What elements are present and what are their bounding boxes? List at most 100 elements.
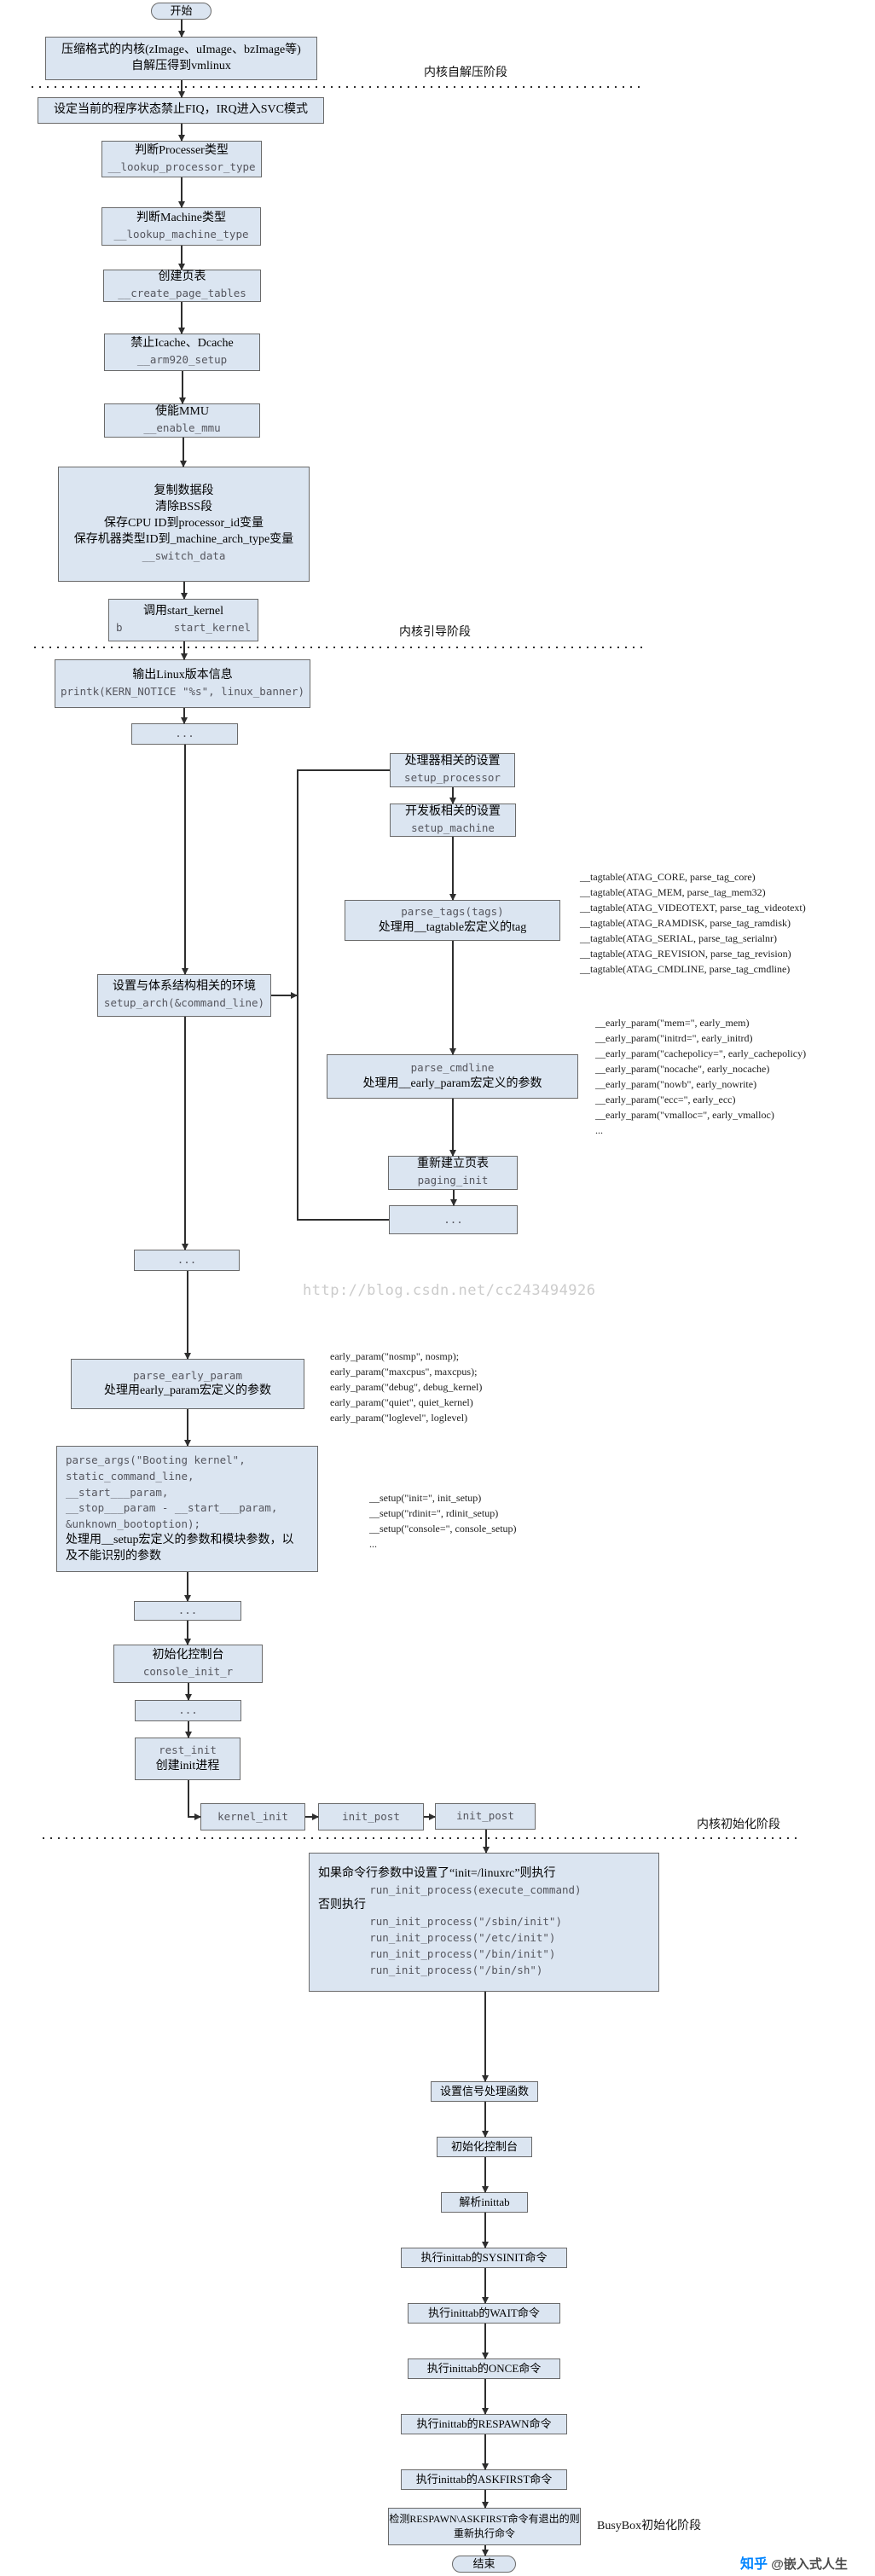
node-inittab-sysinit: 执行inittab的SYSINIT命令 bbox=[401, 2248, 567, 2268]
node-check-respawn-exit: 检测RESPAWN\ASKFIRST命令有退出的则重新执行命令 bbox=[388, 2508, 581, 2545]
node-parse-args-text: 及不能识别的参数 bbox=[66, 1549, 161, 1563]
node-start-text: 开始 bbox=[170, 3, 193, 17]
node-set-signal-handlers-text: 设置信号处理函数 bbox=[439, 2084, 529, 2097]
node-create-page-tables-text: 创建页表 bbox=[158, 270, 206, 284]
arrowhead-icon bbox=[482, 2131, 489, 2138]
node-lookup-machine: 判断Machine类型__lookup_machine_type bbox=[101, 207, 261, 246]
phase-label-kernel-decompress-stage: 内核自解压阶段 bbox=[424, 67, 507, 79]
node-setup-processor-text: setup_processor bbox=[404, 771, 501, 785]
node-lookup-processor: 判断Processer类型__lookup_processor_type bbox=[101, 141, 262, 177]
flow-line-12 bbox=[184, 1017, 186, 1250]
node-create-page-tables-text: __create_page_tables bbox=[118, 287, 246, 300]
node-disable-caches-text: 禁止Icache、Dcache bbox=[130, 337, 234, 351]
node-switch-data-text: 清除BSS段 bbox=[155, 501, 212, 514]
arrowhead-icon bbox=[482, 2075, 489, 2082]
arrowhead-icon bbox=[184, 1353, 191, 1360]
node-init-post-1: init_post bbox=[318, 1803, 424, 1830]
flow-line-23 bbox=[485, 1830, 487, 1853]
arrowhead-icon bbox=[194, 1813, 201, 1820]
arrowhead-icon bbox=[178, 31, 185, 38]
flow-line-21 bbox=[305, 1816, 318, 1818]
arrowhead-icon bbox=[449, 1048, 456, 1055]
node-run-init-process-text: run_init_process("/bin/init") bbox=[318, 1947, 556, 1960]
node-start: 开始 bbox=[151, 3, 212, 20]
annotation-early-param-list: early_param("nosmp", nosmp); early_param… bbox=[330, 1350, 483, 1424]
node-parse-args-text: static_command_line, bbox=[66, 1469, 194, 1482]
flow-line-15 bbox=[187, 1572, 188, 1601]
node-dots-3-text: ... bbox=[177, 1253, 197, 1267]
phase-divider-3 bbox=[43, 1837, 797, 1839]
arrowhead-icon bbox=[482, 2186, 489, 2193]
node-init-post-2-text: init_post bbox=[456, 1809, 514, 1823]
arrowhead-icon bbox=[179, 397, 186, 404]
node-parse-early-param-text: 处理用early_param宏定义的参数 bbox=[104, 1384, 271, 1398]
flow-line-17 bbox=[188, 1683, 189, 1700]
flow-line-24 bbox=[484, 1992, 486, 2081]
flow-line-42 bbox=[297, 1219, 389, 1221]
node-decompress-text: 压缩格式的内核(zImage、uImage、bzImage等) bbox=[61, 43, 301, 56]
arrowhead-icon bbox=[178, 328, 185, 334]
node-parse-args-text: __stop___param - __start___param, bbox=[66, 1501, 278, 1515]
node-setup-processor: 处理器相关的设置 setup_processor bbox=[390, 753, 515, 787]
node-enable-mmu: 使能MMU__enable_mmu bbox=[104, 403, 260, 438]
node-parse-inittab: 解析inittab bbox=[441, 2192, 528, 2213]
arrowhead-icon bbox=[482, 2502, 489, 2509]
node-console-init-r-text: 初始化控制台 bbox=[152, 1648, 224, 1662]
arrowhead-icon bbox=[178, 91, 185, 98]
node-console-init-r: 初始化控制台 console_init_r bbox=[113, 1645, 263, 1683]
arrowhead-icon bbox=[450, 1199, 457, 1206]
node-paging-init-text: 重新建立页表 bbox=[417, 1157, 489, 1171]
flow-line-0 bbox=[181, 20, 183, 37]
node-inittab-askfirst-text: 执行inittab的ASKFIRST命令 bbox=[415, 2472, 553, 2486]
node-parse-early-param: parse_early_param 处理用early_param宏定义的参数 bbox=[71, 1359, 304, 1409]
flow-line-40 bbox=[452, 1099, 454, 1156]
node-kernel-init: kernel_init bbox=[200, 1803, 305, 1830]
flow-line-1 bbox=[181, 80, 183, 97]
arrowhead-icon bbox=[181, 717, 188, 724]
flow-line-38 bbox=[452, 837, 454, 900]
arrowhead-icon bbox=[429, 1813, 436, 1820]
node-parse-early-param-text: parse_early_param bbox=[133, 1368, 242, 1382]
node-disable-caches-text: __arm920_setup bbox=[136, 353, 228, 367]
node-setup-processor-text: 处理器相关的设置 bbox=[404, 755, 501, 769]
node-run-init-process-text: 如果命令行参数中设置了“init=/linuxrc”则执行 bbox=[318, 1866, 556, 1880]
node-svc-mode-text: 设定当前的程序状态禁止FIQ，IRQ进入SVC模式 bbox=[54, 103, 308, 117]
zhihu-watermark: 知乎 @嵌入式人生 bbox=[740, 2552, 848, 2573]
node-parse-tags-text: 处理用__tagtable宏定义的tag bbox=[378, 920, 527, 934]
node-inittab-wait-text: 执行inittab的WAIT命令 bbox=[428, 2306, 540, 2319]
node-call-start-kernel-text: 调用start_kernel bbox=[142, 605, 224, 618]
node-parse-args-text: parse_args("Booting kernel", bbox=[66, 1453, 246, 1467]
flow-line-19 bbox=[188, 1780, 189, 1817]
flow-line-6 bbox=[182, 371, 183, 403]
arrowhead-icon bbox=[181, 593, 188, 600]
arrowhead-icon bbox=[482, 2550, 489, 2556]
arrowhead-icon bbox=[178, 264, 185, 270]
node-setup-arch-text: setup_arch(&command_line) bbox=[103, 996, 265, 1010]
node-call-start-kernel-text: b start_kernel bbox=[115, 621, 252, 635]
arrowhead-icon bbox=[178, 201, 185, 208]
node-svc-mode: 设定当前的程序状态禁止FIQ，IRQ进入SVC模式 bbox=[38, 97, 324, 124]
node-end: 结束 bbox=[452, 2556, 516, 2573]
flow-line-34 bbox=[271, 995, 297, 996]
arrowhead-icon bbox=[184, 1595, 191, 1602]
node-run-init-process-text: run_init_process(execute_command) bbox=[318, 1883, 582, 1896]
arrowhead-icon bbox=[291, 992, 298, 999]
node-dots-1-text: ... bbox=[175, 727, 194, 740]
arrowhead-icon bbox=[184, 1639, 191, 1645]
flow-line-9 bbox=[183, 641, 185, 659]
flow-line-3 bbox=[181, 177, 183, 207]
node-check-respawn-exit-text: 检测RESPAWN\ASKFIRST命令有退出的则 bbox=[389, 2512, 580, 2525]
csdn-watermark: http://blog.csdn.net/cc243494926 bbox=[303, 1282, 596, 1299]
node-lookup-machine-text: __lookup_machine_type bbox=[113, 227, 249, 241]
node-console-init-r-text: console_init_r bbox=[142, 1664, 234, 1678]
flow-line-28 bbox=[484, 2268, 486, 2303]
node-inittab-askfirst: 执行inittab的ASKFIRST命令 bbox=[401, 2469, 567, 2490]
arrowhead-icon bbox=[482, 2242, 489, 2248]
arrowhead-icon bbox=[182, 1244, 188, 1250]
node-inittab-sysinit-text: 执行inittab的SYSINIT命令 bbox=[420, 2250, 548, 2264]
node-dots-2-text: ... bbox=[443, 1212, 463, 1226]
